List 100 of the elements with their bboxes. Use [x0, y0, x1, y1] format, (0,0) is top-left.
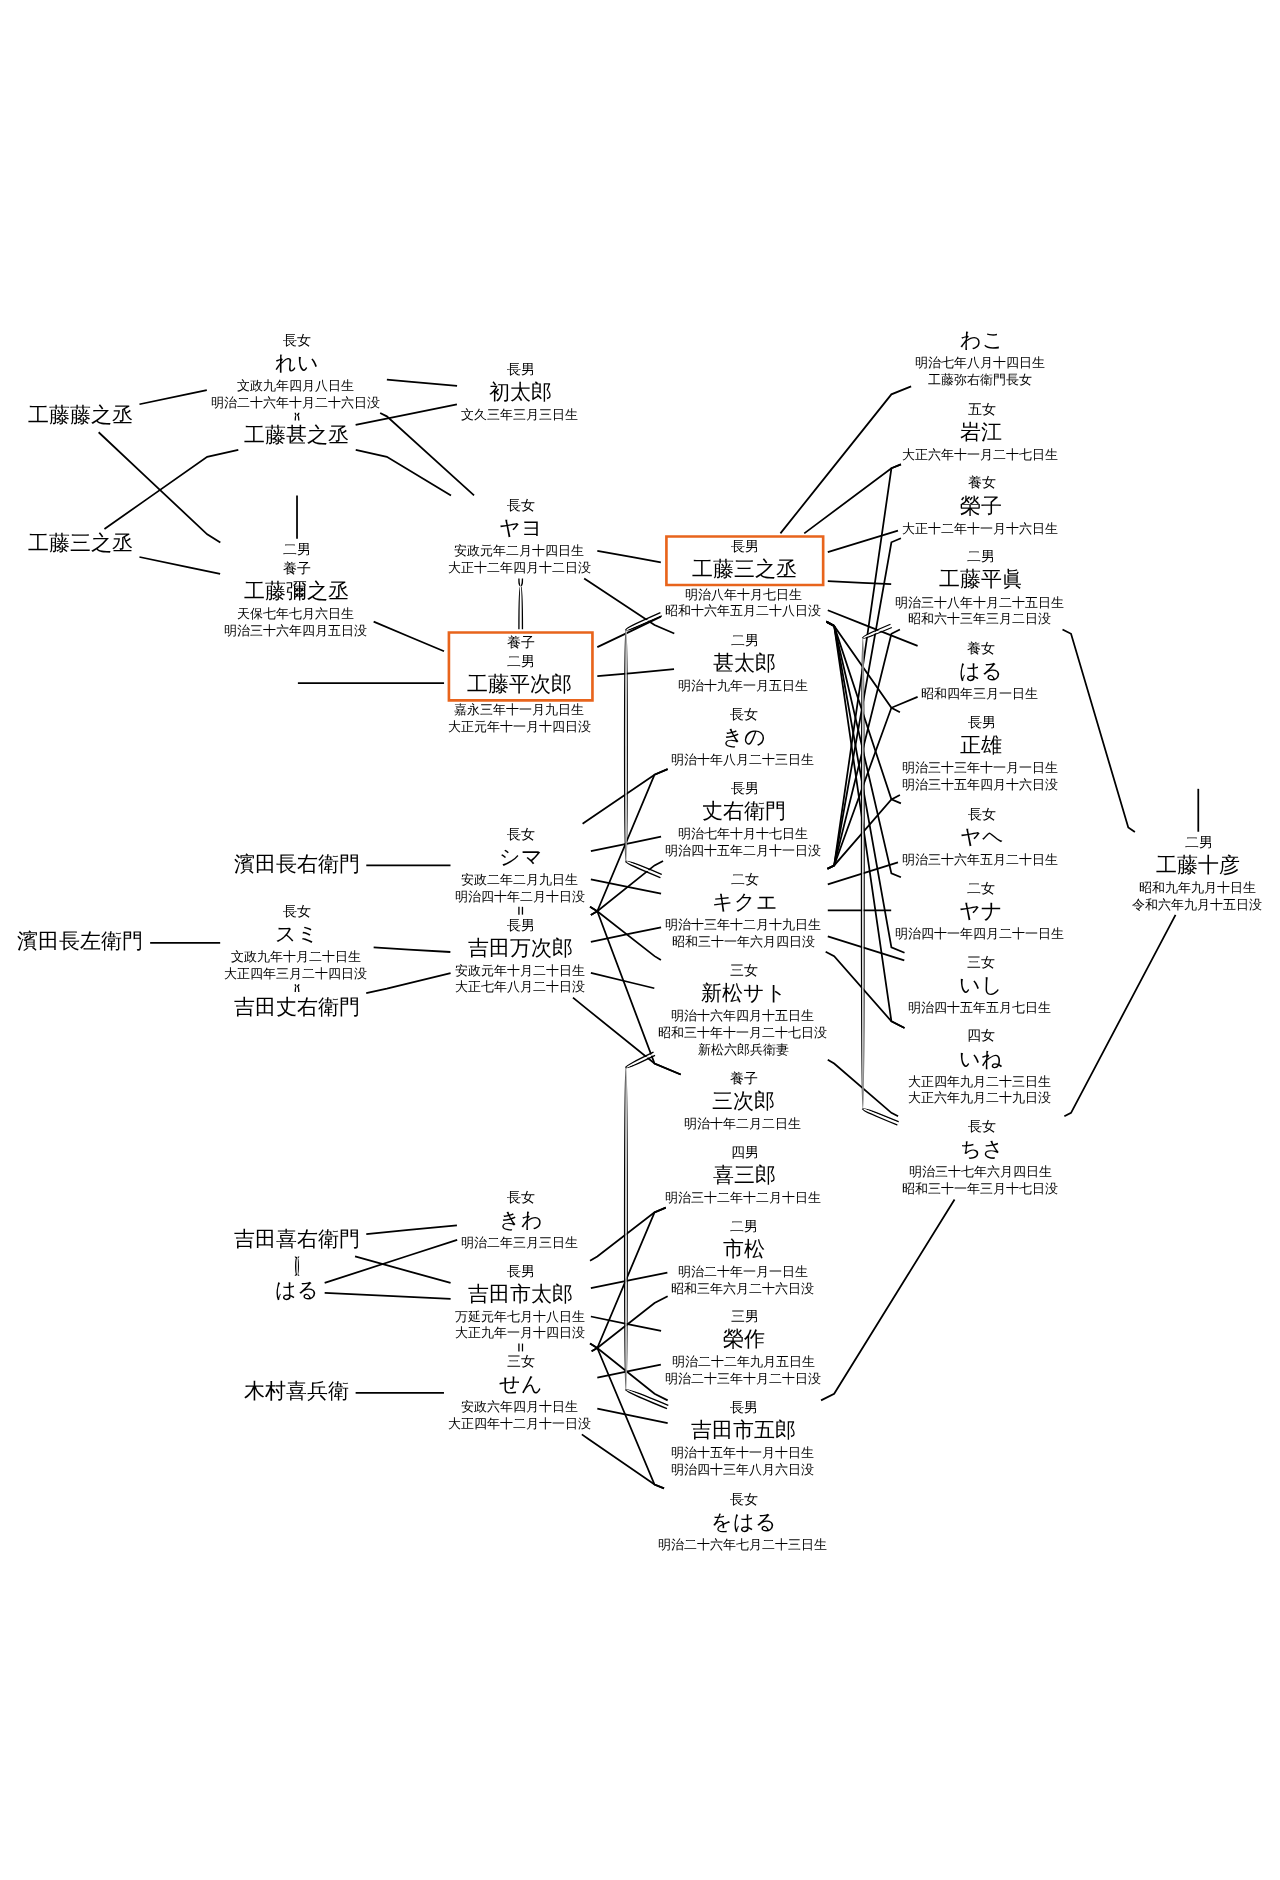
connector	[590, 1206, 667, 1352]
connector	[623, 1050, 669, 1409]
node-text: 養女 はる	[959, 639, 1004, 683]
connector	[590, 1271, 669, 1289]
node-text: 養子 三次郎	[712, 1069, 776, 1113]
node-label: 明治十年八月二十三日生	[671, 751, 815, 767]
node-label: 新松六郎兵衛妻	[697, 1041, 789, 1057]
connector	[294, 983, 300, 993]
connector	[149, 941, 222, 944]
node-label: 明治七年八月十四日生	[915, 354, 1046, 370]
node-label: 明治四十五年二月十一日没	[665, 842, 822, 858]
connector	[826, 934, 906, 961]
connector	[297, 681, 445, 684]
node-text: 三男 榮作	[723, 1307, 766, 1351]
node-text: 長女 ちさ	[959, 1117, 1004, 1161]
node-label: 明治十年二月二日生	[684, 1115, 802, 1131]
node-label: 昭和三年六月二十六日没	[671, 1280, 815, 1296]
connector	[294, 1255, 300, 1276]
connector	[581, 767, 669, 825]
connector	[825, 620, 906, 1029]
node-text: 二男 甚太郎	[712, 631, 776, 675]
connector	[365, 1224, 458, 1235]
node-label: 大正六年十一月二十七日生	[901, 446, 1058, 462]
connector	[354, 1391, 445, 1394]
node-text: 吉田丈右衛門	[233, 993, 360, 1019]
connector	[826, 579, 893, 585]
connector	[518, 577, 524, 630]
node-text: 長男 吉田市太郎	[467, 1262, 573, 1306]
node-label: 明治四十年二月十日没	[454, 888, 585, 904]
node-label: 昭和三十年十一月二十七日没	[658, 1024, 828, 1040]
node-label: 明治二十六年十月二十六日没	[210, 394, 380, 410]
node-label: 大正九年一月十四日没	[454, 1324, 585, 1340]
node-label: 安政元年二月十四日生	[454, 542, 585, 558]
node-text: 長女 ヤヨ	[498, 496, 543, 540]
node-text: 長女 れい	[275, 331, 319, 375]
connector	[1063, 913, 1177, 1117]
connector	[138, 388, 208, 405]
connector	[589, 905, 662, 961]
node-text: 長男 初太郎	[488, 360, 552, 404]
node-label: 明治十六年四月十五日生	[671, 1007, 815, 1023]
node-label: 大正元年十一月十四日没	[447, 718, 591, 734]
node-text: 長男 吉田万次郎	[467, 916, 573, 960]
node-label: 明治二十三年十月二十日没	[665, 1370, 822, 1386]
node-label: 明治十五年十一月十日生	[671, 1444, 815, 1460]
node-label: 安政二年二月九日生	[461, 871, 579, 887]
connector	[826, 462, 902, 870]
node-text: 濱田長左衛門	[17, 927, 144, 953]
connector	[323, 1238, 459, 1284]
connector	[372, 946, 452, 953]
node-label: 大正四年十二月十一日没	[447, 1415, 591, 1431]
connector	[596, 667, 675, 677]
node-label: 明治二十年一月一日生	[677, 1263, 808, 1279]
connector	[590, 878, 662, 895]
node-text: 二女 ヤナ	[959, 879, 1004, 923]
node-label: 大正四年九月二十三日生	[908, 1073, 1052, 1089]
connector	[365, 971, 452, 994]
connector	[826, 608, 919, 647]
node-text: 濱田長右衛門	[233, 850, 360, 876]
connector	[824, 950, 906, 1029]
connector	[590, 925, 662, 943]
node-text: 二男 工藤十彦	[1156, 833, 1241, 877]
node-label: 安政元年十月二十日生	[454, 962, 585, 978]
node-label: 大正七年八月二十日没	[454, 978, 585, 994]
node-text: 三女 新松サト	[701, 961, 788, 1005]
node-text: 長男 丈右衛門	[702, 779, 787, 823]
node-text: 長女 をはる	[711, 1490, 778, 1534]
node-text: 五女 岩江	[960, 400, 1003, 444]
connector	[365, 864, 452, 866]
node-label: 安政六年四月十日生	[460, 1398, 578, 1414]
node-label: 明治二十六年七月二十三日生	[658, 1536, 828, 1552]
connector	[1197, 787, 1200, 833]
node-text: 工藤藤之丞	[28, 401, 133, 427]
node-text: 養女 榮子	[960, 473, 1003, 517]
connector	[590, 1315, 662, 1332]
node-label: 天保七年七月六日生	[237, 605, 355, 621]
node-label: 大正十二年四月十二日没	[447, 559, 591, 575]
node-box: 長男 工藤三之丞	[665, 534, 825, 586]
connector	[354, 1255, 452, 1284]
node-label: 嘉永三年十一月九日生	[454, 701, 585, 717]
connector	[379, 411, 475, 496]
node-label: 文政九年十月二十日生	[230, 948, 361, 964]
connector	[860, 623, 900, 1126]
connector	[623, 611, 663, 878]
node-label: 昭和三十一年六月四日没	[671, 933, 815, 949]
node-label: 明治四十三年八月六日没	[671, 1461, 815, 1477]
node-text: 長女 シマ	[499, 825, 544, 869]
node-text: はる	[275, 1276, 319, 1302]
node-label: 明治八年十月七日生	[684, 586, 802, 602]
node-text: 三女 いし	[959, 953, 1004, 997]
connector	[354, 448, 452, 496]
connector	[826, 529, 899, 553]
node-label: 明治三十八年十月二十五日生	[894, 594, 1064, 610]
node-text: 三女 せん	[498, 1352, 543, 1396]
connector	[826, 536, 902, 870]
node-text: 二男 養子 工藤彌之丞	[243, 540, 349, 603]
node-text: 長女 きの	[722, 705, 767, 749]
node-label: 明治十九年一月五日生	[678, 677, 809, 693]
node-text: 長女 スミ	[275, 902, 319, 946]
node-text: 長男 吉田市五郎	[691, 1398, 797, 1442]
node-label: 明治七年十月十七日生	[678, 825, 809, 841]
